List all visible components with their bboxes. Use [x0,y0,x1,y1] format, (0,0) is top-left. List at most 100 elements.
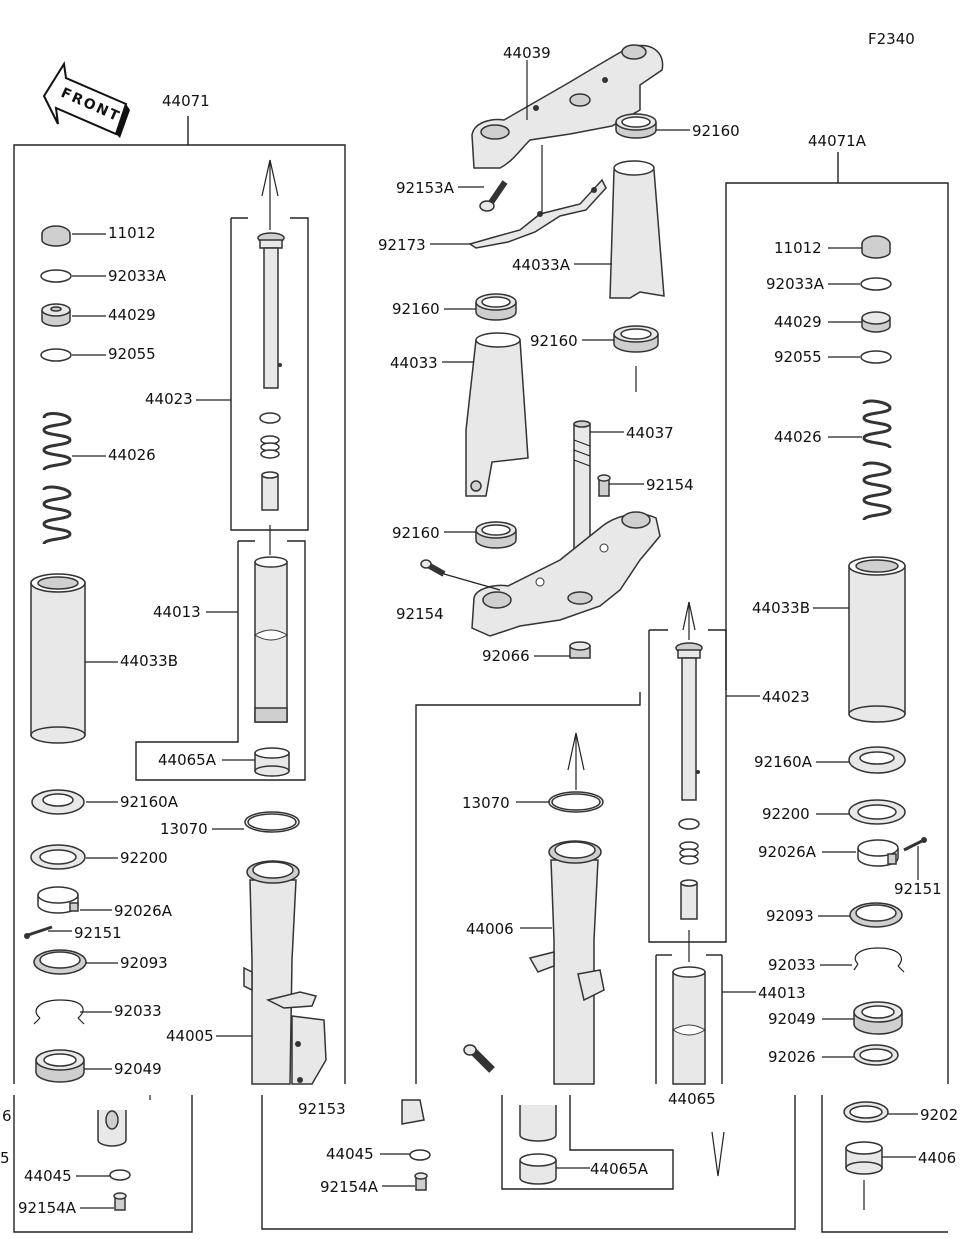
label-c-44006: 44006 [466,920,514,938]
center-lower-pieces [401,1099,557,1185]
label-r-44013: 44013 [758,984,806,1002]
label-c-92066: 92066 [482,647,530,665]
label-l-44023: 44023 [145,390,193,408]
left-inner-boxes [135,217,309,781]
label-l-44029: 44029 [108,306,156,324]
label-r-92200: 92200 [762,805,810,823]
right-spring-44026 [862,399,892,521]
cover-44033 [465,332,529,497]
right-ring-92026 [853,1044,899,1066]
label-c-44033: 44033 [390,354,438,372]
label-l-44013: 44013 [153,603,201,621]
label-r-44026: 44026 [774,428,822,446]
label-l-92151: 92151 [74,924,122,942]
bolt-92153A [479,180,508,212]
left-fork-frame [13,116,346,1233]
label-l-6: 6 [2,1107,12,1125]
right-rod-ring [678,818,700,830]
left-rod-ring-a [259,412,281,424]
label-r-92026A: 92026A [758,843,817,861]
right-assy-label: 44071A [808,132,867,150]
left-ring-13070 [244,811,300,833]
right-oring-92055 [860,350,892,364]
label-c-92153A: 92153A [396,179,455,197]
seal-92160-c [475,521,517,549]
bolt-92154-b [420,559,446,577]
right-clamp-92026A [857,839,899,867]
label-l-92154A: 92154A [18,1199,77,1217]
right-ring-9202 [843,1101,889,1123]
label-c-92154A: 92154A [320,1178,379,1196]
right-inner-tube-44013 [672,966,706,1085]
label-c-92160-a: 92160 [392,300,440,318]
label-l-44065A: 44065A [158,751,217,769]
left-spring-44026 [42,412,72,545]
left-washer-92200 [30,844,86,870]
label-l-13070: 13070 [160,820,208,838]
label-r-92033A: 92033A [766,275,825,293]
right-washer-92200 [848,799,906,825]
left-assy-label: 44071 [162,92,210,110]
center-washer-44045 [409,1149,431,1161]
label-c-44037: 44037 [626,424,674,442]
label-r-92049: 92049 [768,1010,816,1028]
right-seal-92160A [848,746,906,774]
label-l-11012: 11012 [108,224,156,242]
label-r-92160A: 92160A [754,753,813,771]
label-l-92153: 92153 [298,1100,346,1118]
left-cap-11012 [41,225,71,247]
label-l-92026A: 92026A [114,902,173,920]
right-seal-92093 [849,902,903,928]
bracket-92173 [468,178,607,249]
nut-92066 [569,641,591,659]
center-ring-13070 [548,791,604,813]
left-seal-92093 [33,949,87,975]
bolt-92154-a [597,474,611,497]
label-l-92055: 92055 [108,345,156,363]
right-oring-92033A [860,277,892,291]
right-damper-rod-44023 [675,642,703,801]
label-c-44065A: 44065A [590,1160,649,1178]
right-bushing-4406 [845,1141,883,1175]
label-c-44065: 44065 [668,1090,716,1108]
top-seal-92160 [615,113,657,139]
label-r-92151: 92151 [894,880,942,898]
label-c-44045: 44045 [326,1145,374,1163]
label-r-92033: 92033 [768,956,816,974]
label-c-92173: 92173 [378,236,426,254]
bolt-92153 [463,1044,495,1073]
seal-92160-b [613,325,659,353]
left-outer-tube-44005 [243,860,327,1085]
left-inner-tube-44013 [254,556,288,723]
label-c-44039: 44039 [503,44,551,62]
label-r-4406: 4406 [918,1149,956,1167]
label-c-92160-top: 92160 [692,122,740,140]
front-arrow-icon: FRONT [42,61,130,138]
right-clip-92033 [853,947,905,973]
leader-lines [48,60,919,1209]
label-r-92055: 92055 [774,348,822,366]
label-l-92049: 92049 [114,1060,162,1078]
label-r-11012: 11012 [774,239,822,257]
left-seal-92049 [35,1049,85,1083]
right-rod-spring [679,841,699,865]
left-seal-92160A [31,789,85,815]
left-bushing-44065A [254,747,290,777]
label-l-92033: 92033 [114,1002,162,1020]
label-r-44029: 44029 [774,313,822,331]
left-clip-92033 [33,999,85,1025]
label-c-13070: 13070 [462,794,510,812]
label-l-92200: 92200 [120,849,168,867]
label-l-44045: 44045 [24,1167,72,1185]
seal-92160-a [475,293,517,321]
left-oring-92055 [40,348,72,362]
label-c-92160-c: 92160 [392,524,440,542]
left-lower-clamp-partial [97,1095,151,1147]
center-bolt-92154A [414,1172,428,1191]
label-l-44005: 44005 [166,1027,214,1045]
left-bolt-92154A [113,1192,127,1211]
lower-bracket [471,511,661,637]
label-r-9202: 9202 [920,1106,958,1124]
outer-tube-44006 [528,840,605,1085]
